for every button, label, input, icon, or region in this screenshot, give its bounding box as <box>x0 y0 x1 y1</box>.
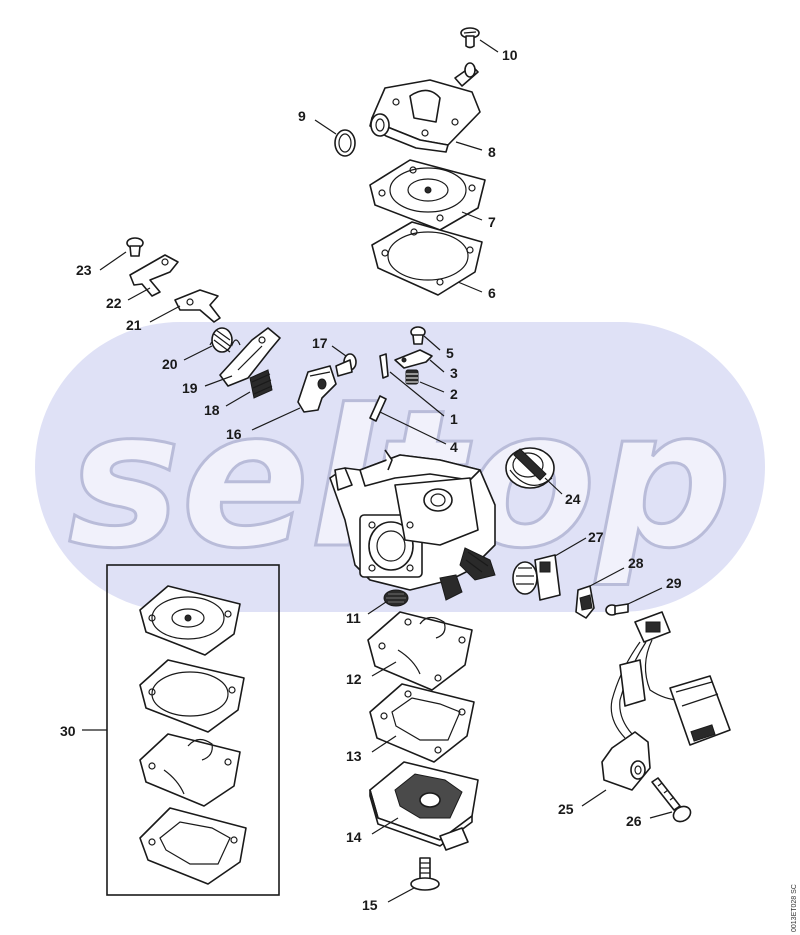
part-needle <box>379 353 389 379</box>
part-3-lever <box>394 349 433 369</box>
part-26-screw <box>651 777 692 823</box>
part-20-spring <box>209 327 241 353</box>
part-24-fitting <box>505 447 555 489</box>
part-27-fitting <box>512 554 561 601</box>
callout-labels: 1 2 3 4 5 6 7 8 9 10 11 12 13 14 15 16 1… <box>60 47 682 913</box>
part-10-screw <box>460 27 480 49</box>
callout-18: 18 <box>204 402 220 418</box>
part-15-screw <box>410 857 440 891</box>
kit-30-box <box>106 564 280 896</box>
part-7-diaphragm <box>369 159 486 231</box>
callout-27: 27 <box>588 529 604 545</box>
callout-26: 26 <box>626 813 642 829</box>
part-25-wiring-harness <box>601 611 731 791</box>
part-14-cover <box>369 761 479 851</box>
part-28-clip <box>575 585 595 619</box>
callout-12: 12 <box>346 671 362 687</box>
callout-7: 7 <box>488 214 496 230</box>
callout-17: 17 <box>312 335 328 351</box>
part-22-lever <box>129 254 179 297</box>
part-2-spring <box>405 369 419 385</box>
callout-30: 30 <box>60 723 76 739</box>
callout-14: 14 <box>346 829 362 845</box>
part-8-pump-cover <box>369 62 481 153</box>
callout-22: 22 <box>106 295 122 311</box>
part-29-screw <box>605 603 629 616</box>
callout-15: 15 <box>362 897 378 913</box>
callout-29: 29 <box>666 575 682 591</box>
part-13-gasket <box>369 683 475 763</box>
part-21-spring-plate <box>174 289 221 323</box>
carburetor-body <box>329 449 496 601</box>
callout-13: 13 <box>346 748 362 764</box>
part-11-screen <box>383 589 409 607</box>
leader-lines <box>82 39 673 903</box>
part-16-lever-block <box>297 365 337 413</box>
part-12-gasket <box>367 611 473 691</box>
part-5-screw <box>410 326 426 345</box>
callout-11: 11 <box>346 610 361 626</box>
callout-28: 28 <box>628 555 644 571</box>
part-19-lever <box>219 327 281 387</box>
callout-3: 3 <box>450 365 458 381</box>
callout-6: 6 <box>488 285 496 301</box>
callout-24: 24 <box>565 491 581 507</box>
callout-16: 16 <box>226 426 242 442</box>
callout-9: 9 <box>298 108 306 124</box>
callout-4: 4 <box>450 439 458 455</box>
callout-21: 21 <box>126 317 142 333</box>
callout-5: 5 <box>446 345 454 361</box>
part-9-o-ring <box>334 129 356 157</box>
part-4-pin <box>369 395 387 422</box>
callout-23: 23 <box>76 262 92 278</box>
callout-8: 8 <box>488 144 496 160</box>
part-18-spring <box>249 369 273 399</box>
part-23-screw <box>126 237 144 257</box>
callout-19: 19 <box>182 380 198 396</box>
drawing-code: 0013ET028 SC <box>791 884 798 932</box>
part-6-gasket <box>371 221 483 296</box>
callout-20: 20 <box>162 356 178 372</box>
part-17-screw <box>335 353 357 377</box>
callout-2: 2 <box>450 386 458 402</box>
callout-25: 25 <box>558 801 574 817</box>
callout-1: 1 <box>450 411 458 427</box>
callout-10: 10 <box>502 47 518 63</box>
